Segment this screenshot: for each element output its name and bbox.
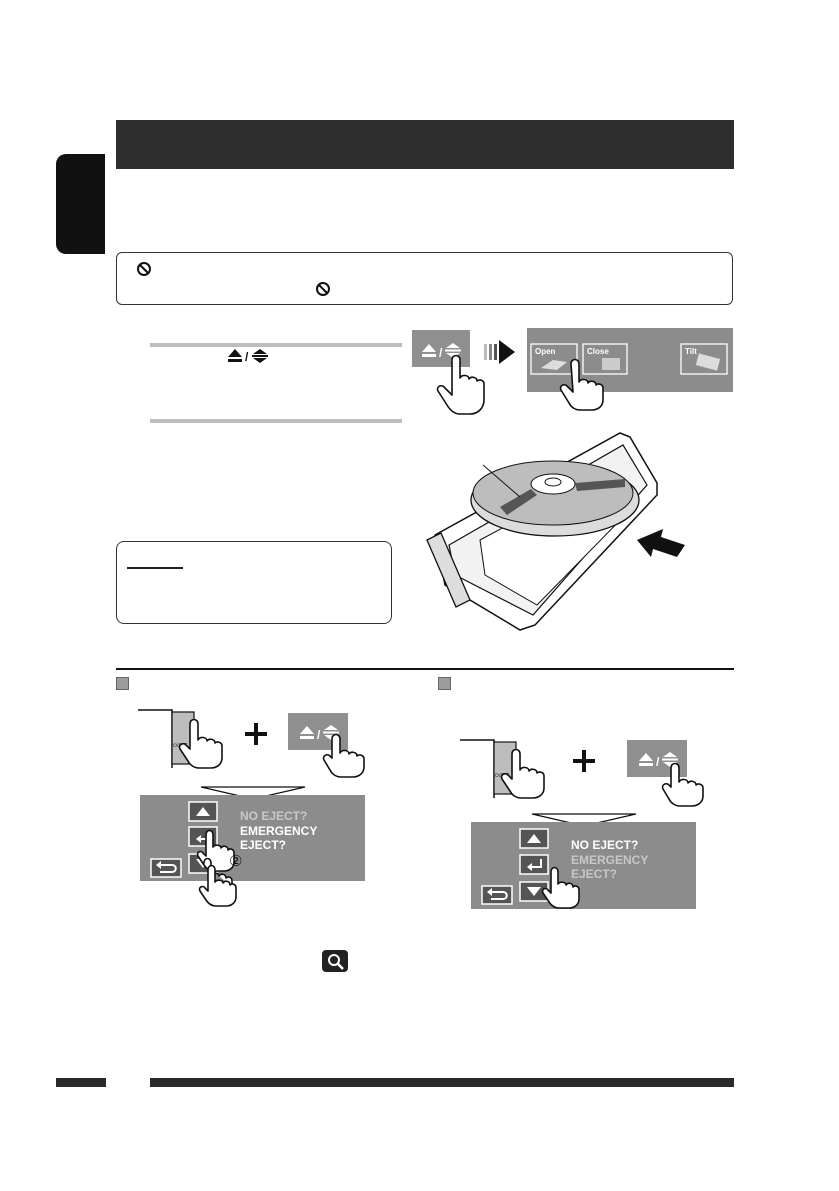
plus-icon [245,723,267,745]
footer-bar-left [56,1078,106,1087]
return-icon [489,891,508,900]
return-icon [158,864,177,873]
magnifier-icon [322,950,348,972]
tilt-label: Tilt [685,347,697,356]
down-arrow-icon [527,887,541,896]
prohibited-icon [137,262,151,276]
eject-key-illustration: / [288,713,365,778]
section-divider [116,668,734,670]
step-1-rule [150,343,402,347]
prohibited-icon [316,282,330,296]
note-box [116,252,733,305]
eject-key-illustration-right: / [627,740,704,807]
menu-item-no-eject[interactable]: NO EJECT? [240,809,308,823]
section-marker-left [116,677,129,690]
up-arrow-icon [527,834,541,843]
result-arrow-right [531,813,637,827]
disc-insertion-illustration [426,432,685,631]
eject-tilt-icon: / [228,349,268,364]
control-panel-illustration: Open Close Tilt [527,328,733,411]
language-tab [56,154,105,254]
att-key-illustration: ⏻/ATT [138,709,223,769]
caution-underline [127,567,183,569]
menu-item-emergency-eject[interactable]: EMERGENCY EJECT? [571,853,649,881]
svg-text:/: / [245,350,249,364]
att-key-illustration-right: ⏻/ATT [460,739,545,799]
menu-item-emergency-eject[interactable]: EMERGENCY EJECT? [240,824,318,852]
enter-icon [528,859,542,868]
title-bar [116,120,734,169]
footer-bar-right [150,1078,734,1087]
up-arrow-icon [196,807,210,816]
section-marker-right [438,677,451,690]
caution-box [116,541,392,624]
svg-text:/: / [656,755,660,769]
double-arrow-icon [484,340,515,364]
open-label: Open [535,347,556,356]
left-eject-menu: NO EJECT? EMERGENCY EJECT? ② [140,795,365,888]
result-arrow [200,786,306,800]
enter-button[interactable] [519,854,549,875]
step-2-rule [150,419,402,423]
svg-text:/: / [317,728,321,742]
right-eject-menu: NO EJECT? EMERGENCY EJECT? [471,822,696,909]
eject-button-illustration: / [412,330,485,415]
hand-pointer-icon [198,864,237,907]
plus-icon-right [573,750,595,772]
svg-text:/: / [439,346,443,360]
close-label: Close [587,347,609,356]
callout-2: ② [229,853,243,870]
menu-item-no-eject[interactable]: NO EJECT? [571,838,639,852]
